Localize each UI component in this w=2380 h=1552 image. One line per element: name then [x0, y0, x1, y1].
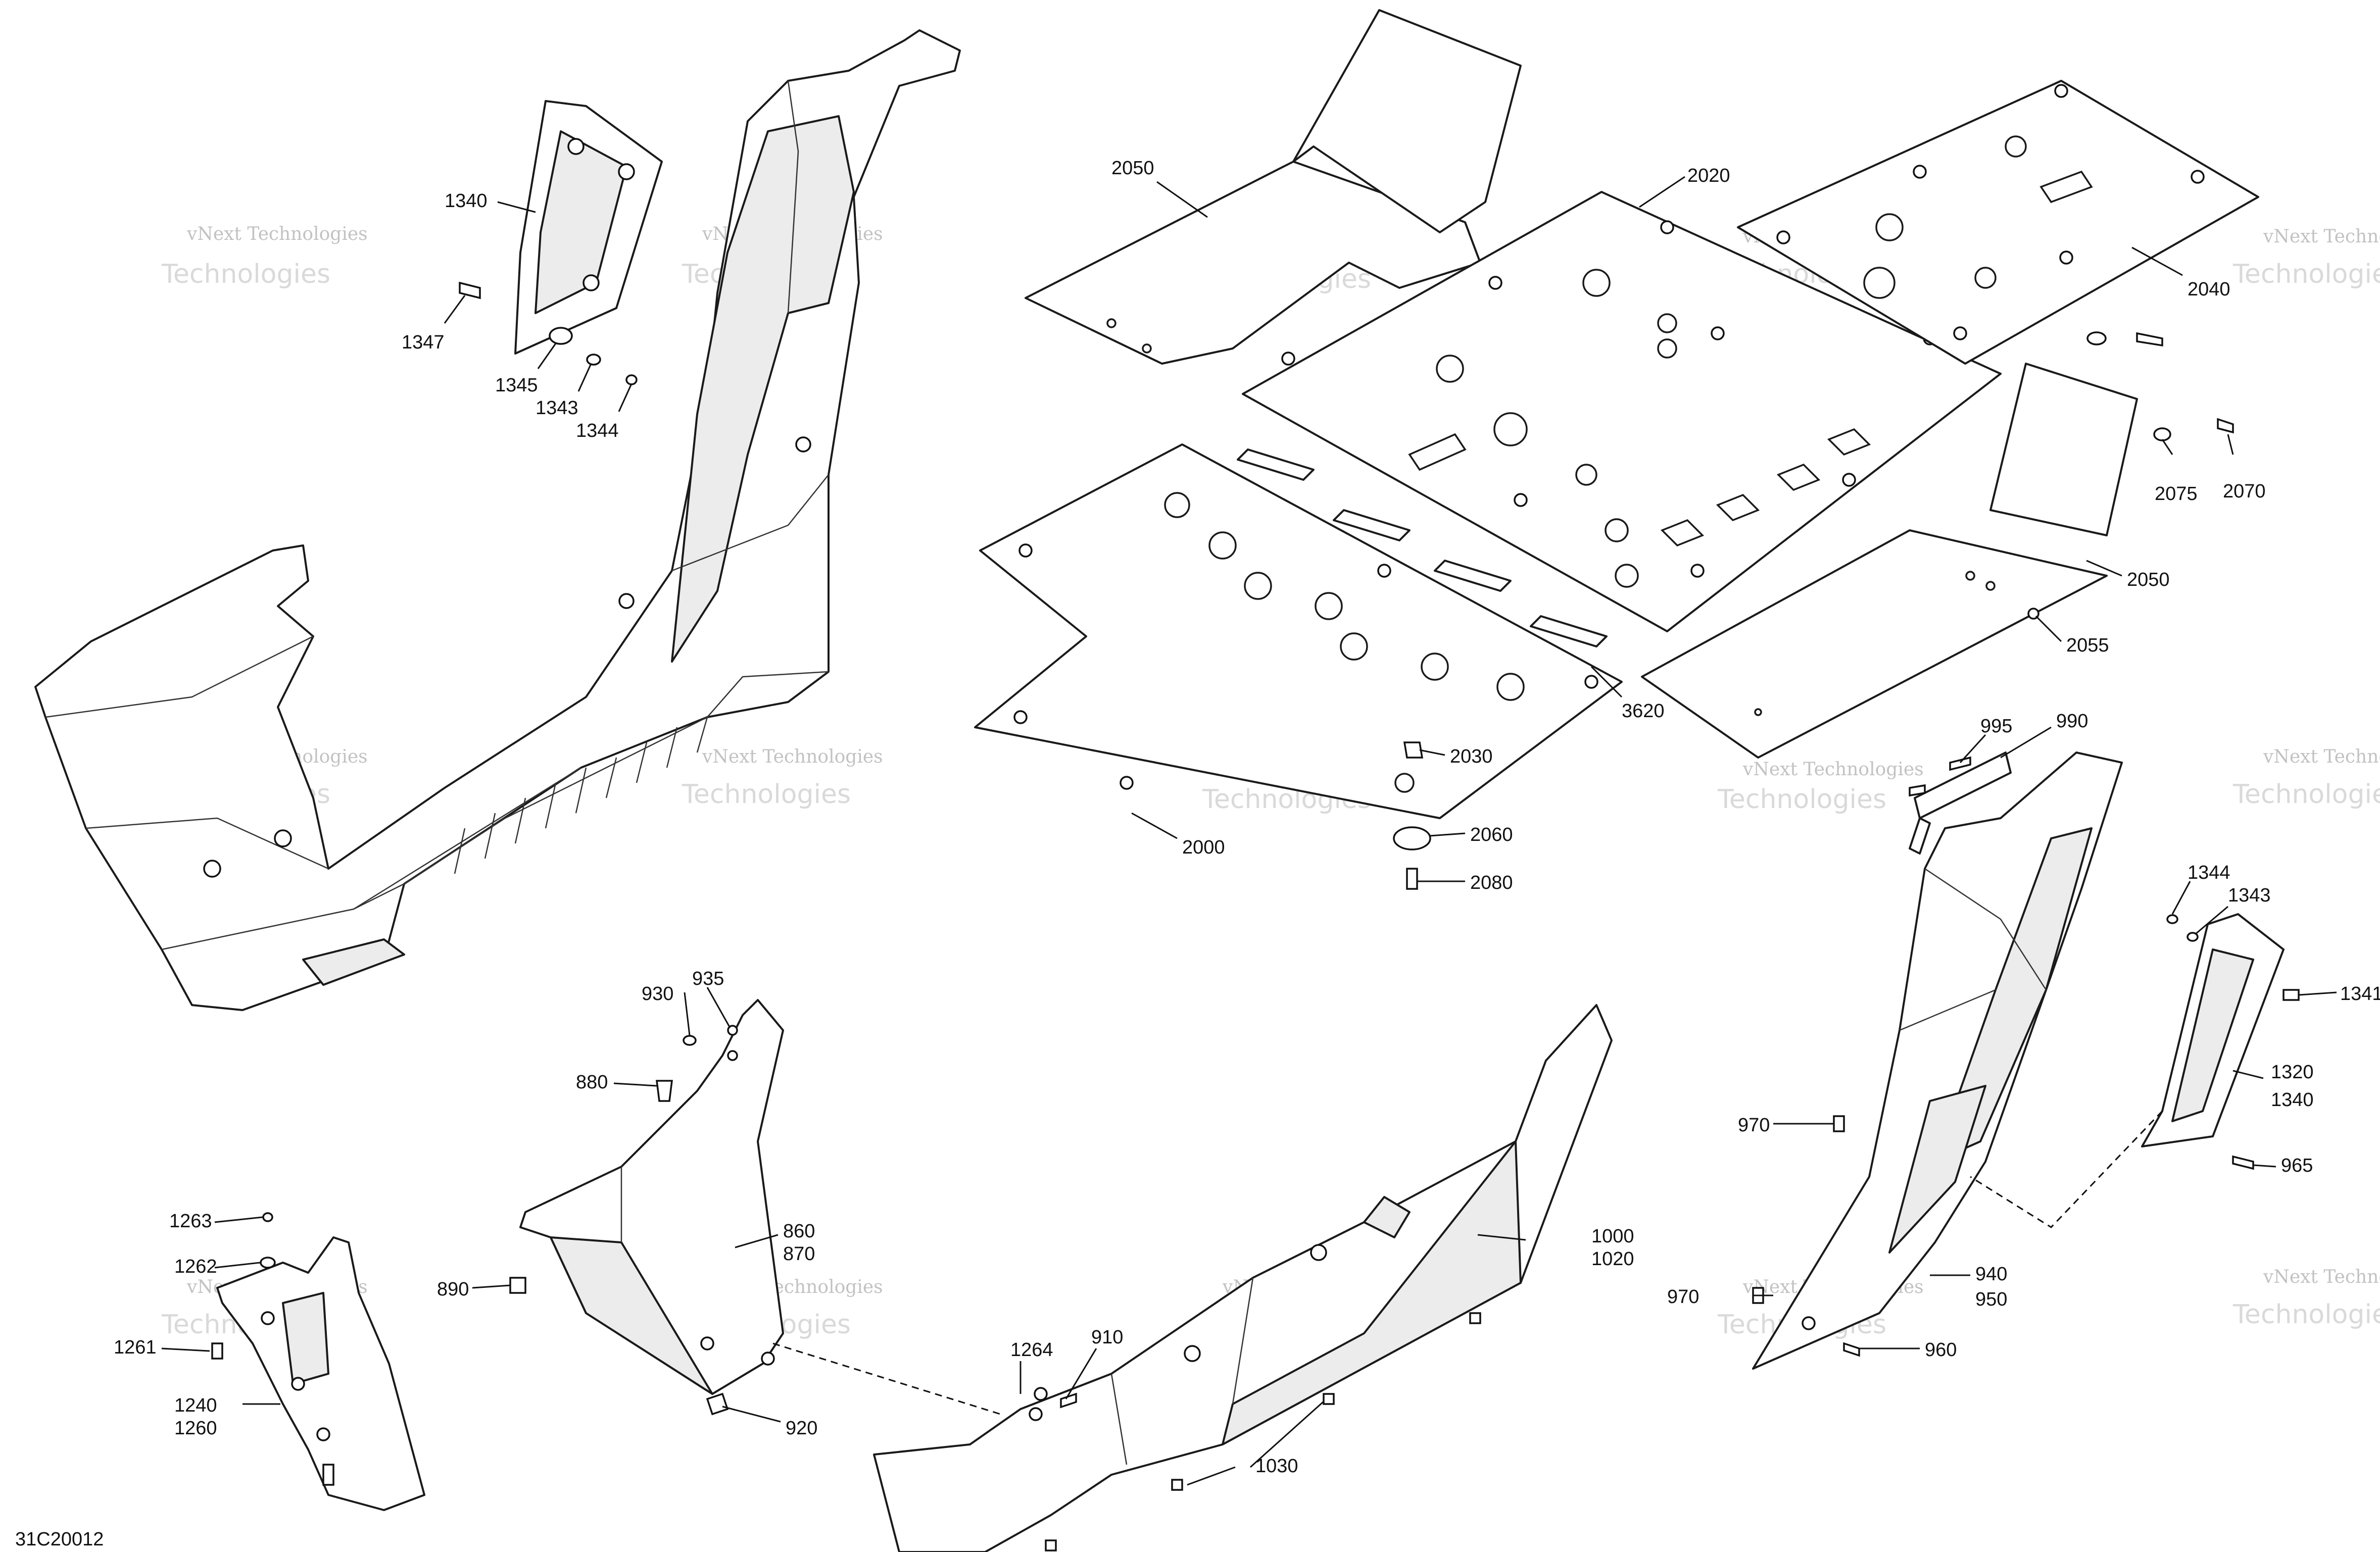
callout-2075: 2075 [2155, 483, 2198, 505]
callout-960: 960 [1925, 1339, 1957, 1361]
callout-2070: 2070 [2223, 481, 2266, 502]
fasteners-1261-1263 [211, 1212, 334, 1486]
callout-870: 870 [783, 1243, 815, 1265]
callout-1345: 1345 [495, 375, 538, 396]
bracket-990 [1909, 752, 2012, 855]
watermark-text: Technologies [2232, 1299, 2380, 1330]
lower-rocker-panel-1000 [873, 1004, 1613, 1552]
floor-panel-2050-right [1641, 363, 2138, 759]
floor-panel-2020-center [1242, 191, 2002, 632]
fasteners-1345-1344 [459, 281, 638, 385]
main-body-frame [34, 29, 961, 1011]
callout-2000: 2000 [1182, 837, 1225, 858]
callout-3620: 3620 [1622, 700, 1665, 722]
callout-2060: 2060 [1470, 824, 1513, 845]
callout-910: 910 [1091, 1327, 1123, 1348]
floor-panel-2000-left [974, 443, 1623, 819]
callout-1344: 1344 [576, 420, 619, 441]
callout-935: 935 [692, 968, 724, 989]
watermark-text: vNext Technologies [2263, 1267, 2380, 1287]
callout-1260: 1260 [174, 1418, 217, 1439]
callout-970: 970 [1738, 1115, 1770, 1136]
callout-860: 860 [783, 1221, 815, 1242]
fasteners-880-930 [509, 1025, 738, 1416]
right-side-panel [1752, 752, 2123, 1370]
watermark-text: Technologies [2232, 779, 2380, 810]
watermark-text: vNext Technologies [702, 746, 883, 767]
small-side-cover [514, 100, 663, 355]
callout-990: 990 [2056, 711, 2088, 732]
callout-1343-right: 1343 [2228, 885, 2271, 906]
watermark-text: Technologies [161, 259, 330, 289]
watermark-text: vNext Technologies [186, 224, 368, 244]
callout-1264: 1264 [1010, 1339, 1053, 1361]
callout-1343: 1343 [536, 397, 578, 419]
callout-1320: 1320 [2271, 1062, 2314, 1083]
callout-930: 930 [642, 983, 673, 1005]
figure-id: 31C20012 [15, 1529, 104, 1550]
callout-880: 880 [576, 1072, 608, 1093]
watermark-text: Technologies [682, 779, 851, 810]
watermark-text: Technologies [1717, 784, 1886, 815]
callout-890: 890 [437, 1279, 469, 1300]
assembly-line-right [1970, 1110, 2163, 1228]
callout-1347: 1347 [402, 332, 445, 353]
front-lower-panel-860 [519, 999, 784, 1395]
watermark-text: vNext Technologies [1742, 759, 1924, 780]
callout-970-lower: 970 [1667, 1286, 1699, 1308]
callout-965: 965 [2281, 1155, 2313, 1176]
callout-2080: 2080 [1470, 872, 1513, 893]
leader-lines [161, 176, 2337, 1486]
callout-1000: 1000 [1591, 1226, 1634, 1247]
callout-2030: 2030 [1450, 746, 1493, 767]
callout-1341: 1341 [2340, 983, 2380, 1005]
watermark-text: vNext Technologies [2263, 746, 2380, 767]
callout-2040: 2040 [2188, 279, 2230, 300]
callout-1030: 1030 [1255, 1456, 1298, 1477]
callout-920: 920 [786, 1418, 817, 1439]
callout-2020: 2020 [1687, 165, 1730, 186]
watermark-text: vNext Technologies [2263, 226, 2380, 247]
watermark-text: Technologies [2232, 259, 2380, 289]
callout-2050: 2050 [1111, 158, 1154, 179]
assembly-line-center [772, 1342, 1001, 1415]
floor-panel-2050-upper [1025, 9, 1522, 365]
callout-1344-right: 1344 [2188, 862, 2230, 883]
fasteners-1030-910 [1045, 1312, 1481, 1551]
callout-1263: 1263 [169, 1211, 212, 1232]
callout-labels: 1340 1347 1345 1343 1344 2050 2020 2040 … [114, 158, 2380, 1477]
callout-2055: 2055 [2066, 635, 2109, 656]
callout-995: 995 [1980, 716, 2012, 737]
callout-950: 950 [1975, 1289, 2007, 1310]
callout-2050-right: 2050 [2127, 569, 2170, 590]
callout-1340-right: 1340 [2271, 1089, 2314, 1111]
callout-1240: 1240 [174, 1395, 217, 1416]
callout-940: 940 [1975, 1264, 2007, 1285]
callout-1340: 1340 [445, 190, 488, 212]
callout-1262: 1262 [174, 1256, 217, 1277]
small-front-panel-1240 [216, 1236, 425, 1511]
callout-1261: 1261 [114, 1337, 157, 1358]
floor-panel-2040-upper-right [1737, 80, 2259, 365]
callout-1020: 1020 [1591, 1248, 1634, 1270]
floor-strips-3620 [1237, 448, 1608, 647]
